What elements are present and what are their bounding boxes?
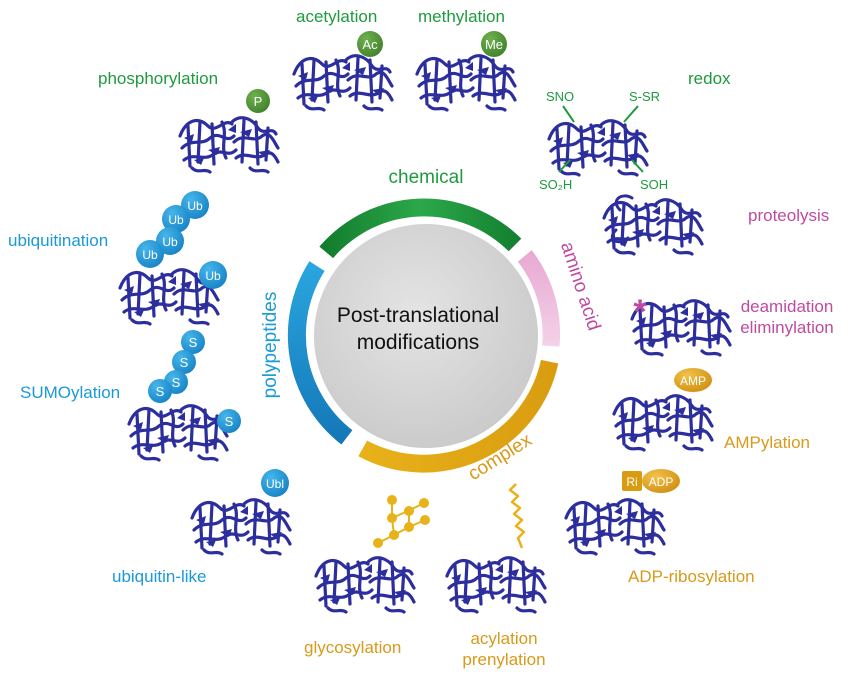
glycan-nodes	[373, 495, 430, 548]
label-glycosylation: glycosylation	[304, 638, 402, 657]
label-prenylation: prenylation	[462, 650, 546, 669]
label-ubiquitin-like: ubiquitin-like	[112, 567, 207, 586]
protein-acylation	[445, 556, 547, 614]
label-acylation: acylation	[470, 629, 538, 648]
sumo-chain-icon: S S S S S	[148, 330, 241, 433]
svg-text:P: P	[254, 94, 263, 109]
label-proteolysis: proteolysis	[748, 206, 830, 225]
ring-label-chemical: chemical	[389, 167, 464, 188]
ring-segment-chemical	[319, 198, 522, 259]
ring-label-amino-acid: amino acid	[556, 239, 604, 333]
svg-text:Ac: Ac	[362, 37, 378, 52]
svg-text:Ub: Ub	[162, 235, 178, 249]
svg-text:Ub: Ub	[205, 269, 221, 283]
methyl-tag-icon: Me	[481, 31, 507, 57]
redox-ssr-label: S-SR	[629, 89, 660, 104]
proteolysis-fragment-icon	[610, 194, 634, 244]
svg-text:S: S	[225, 414, 234, 429]
protein-ubiquitin-like	[190, 498, 292, 556]
svg-text:S: S	[172, 375, 181, 390]
svg-text:AMP: AMP	[680, 374, 706, 388]
acyl-chain-icon	[508, 483, 526, 549]
svg-text:S: S	[189, 335, 198, 350]
amp-tag-icon: AMP	[674, 368, 712, 392]
label-sumoylation: SUMOylation	[20, 383, 121, 402]
ubl-tag-icon: Ubl	[261, 469, 289, 497]
label-acylation-group: acylation prenylation	[444, 628, 564, 670]
redox-so2h-label: SO₂H	[539, 177, 572, 192]
protein-acetylation	[292, 54, 394, 112]
deamidation-asterisk-icon: *	[633, 293, 647, 331]
svg-text:ADP: ADP	[649, 475, 674, 489]
ubiquitin-chain-icon: Ub Ub Ub Ub Ub	[136, 191, 227, 289]
label-deamidation-group: deamidation eliminylation	[724, 296, 850, 338]
label-redox: redox	[688, 69, 731, 88]
protein-ampylation	[612, 394, 714, 452]
ring-segment-amino-acid	[517, 250, 561, 347]
center-title-line1: Post-translational	[336, 304, 500, 327]
svg-text:Ubl: Ubl	[266, 477, 284, 491]
svg-text:S: S	[156, 384, 165, 399]
protein-sumoylation	[127, 404, 229, 462]
center-title: Post-translational modifications	[318, 302, 518, 356]
redox-soh-label: SOH	[640, 177, 668, 192]
protein-phosphorylation	[178, 116, 280, 174]
label-methylation: methylation	[418, 7, 505, 26]
svg-text:Ri: Ri	[626, 475, 637, 489]
glycan-tree-icon	[377, 500, 426, 544]
adp-ribose-tag-icon: Ri ADP	[622, 469, 680, 493]
svg-text:Me: Me	[485, 37, 503, 52]
label-phosphorylation: phosphorylation	[98, 69, 219, 88]
svg-text:S: S	[180, 355, 189, 370]
redox-markers-icon	[558, 105, 644, 173]
label-acetylation: acetylation	[296, 7, 378, 26]
ring-segment-polypeptides	[287, 261, 353, 445]
protein-methylation	[415, 54, 517, 112]
label-deamidation: deamidation	[740, 297, 834, 316]
svg-text:Ub: Ub	[168, 213, 184, 227]
phosphate-tag-icon: P	[246, 89, 270, 113]
label-adp-ribosylation: ADP-ribosylation	[628, 567, 755, 586]
acetyl-tag-icon: Ac	[357, 31, 383, 57]
protein-glycosylation	[314, 556, 416, 614]
redox-sno-label: SNO	[546, 89, 574, 104]
svg-text:Ub: Ub	[187, 199, 203, 213]
protein-deamidation	[630, 299, 732, 357]
center-title-line2: modifications	[356, 331, 480, 354]
center-circle	[314, 224, 538, 448]
label-eliminylation: eliminylation	[740, 318, 834, 337]
svg-text:Ub: Ub	[142, 248, 158, 262]
ring-segment-complex	[358, 359, 559, 473]
protein-adp-ribosylation	[564, 498, 666, 556]
label-ampylation: AMPylation	[724, 433, 810, 452]
ring-label-polypeptides: polypeptides	[260, 292, 281, 399]
label-ubiquitination: ubiquitination	[8, 231, 109, 250]
